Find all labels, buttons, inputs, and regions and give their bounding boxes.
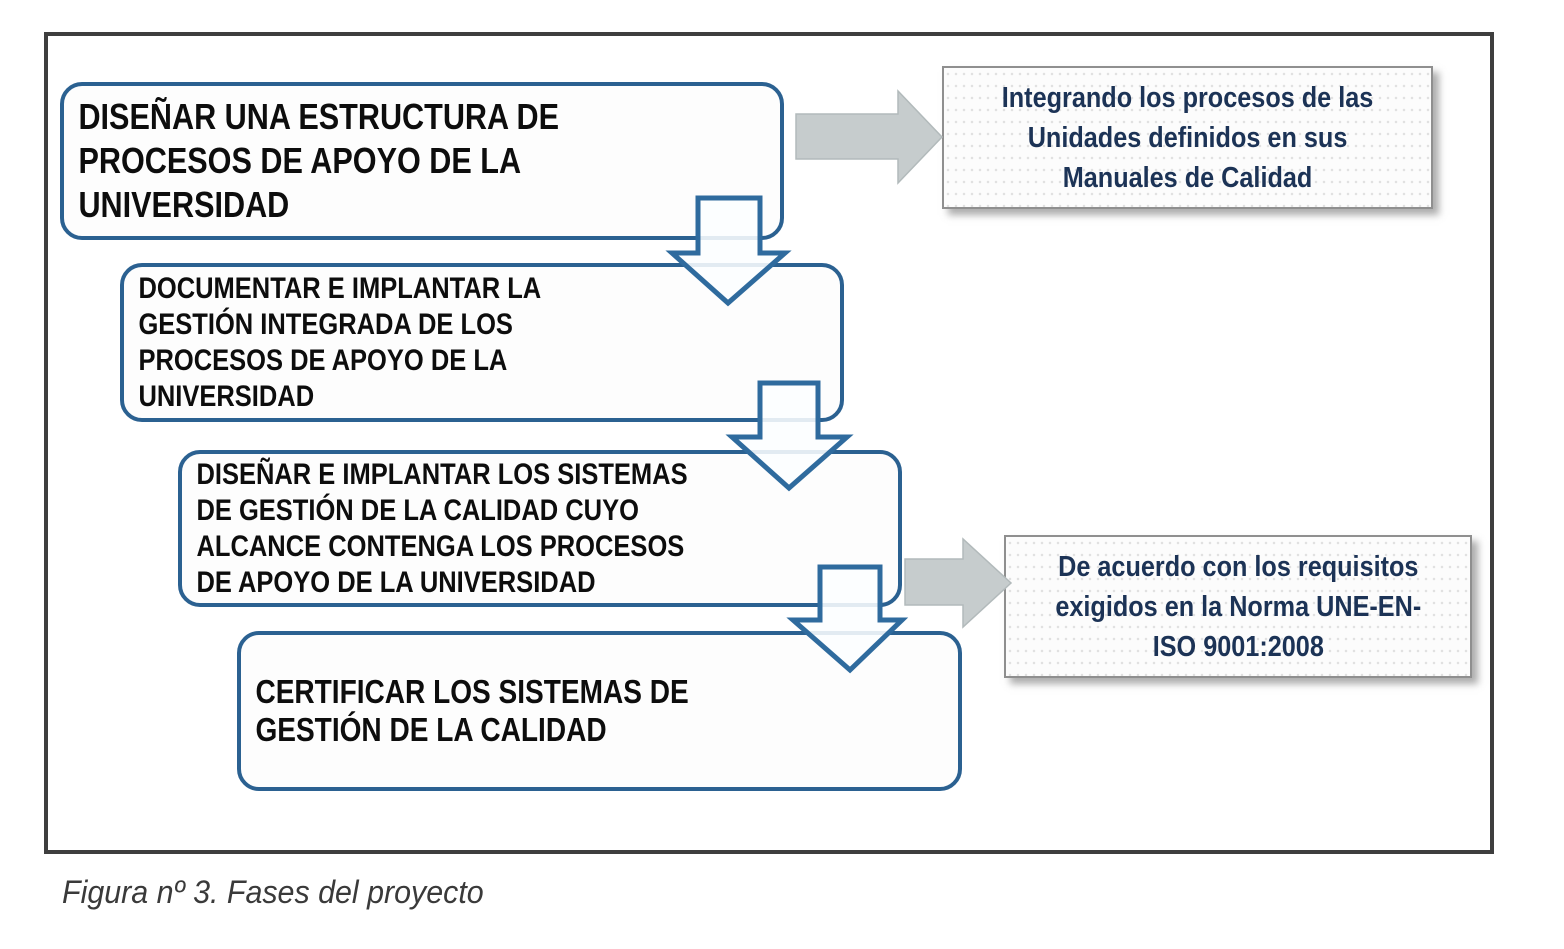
phase-text-line: PROCESOS DE APOYO DE LA [78, 140, 522, 181]
phase-text-line: GESTIÓN DE LA CALIDAD [255, 711, 607, 748]
phase-box-2-text: DOCUMENTAR E IMPLANTAR LA GESTIÓN INTEGR… [124, 271, 541, 415]
note-text-line: ISO 9001:2008 [1152, 630, 1324, 663]
phase-text-line: PROCESOS DE APOYO DE LA [138, 343, 508, 377]
phase-box-1-text: DISEÑAR UNA ESTRUCTURA DE PROCESOS DE AP… [64, 95, 559, 227]
phase-text-line: DE GESTIÓN DE LA CALIDAD CUYO [196, 493, 639, 527]
note-box-2: De acuerdo con los requisitos exigidos e… [1004, 535, 1472, 678]
phase-text-line: DE APOYO DE LA UNIVERSIDAD [196, 565, 596, 599]
phase-text-line: ALCANCE CONTENGA LOS PROCESOS [196, 529, 685, 563]
note-text-line: exigidos en la Norma UNE-EN- [1055, 590, 1421, 623]
phase-box-2: DOCUMENTAR E IMPLANTAR LA GESTIÓN INTEGR… [120, 263, 844, 422]
down-arrow-icon [665, 195, 792, 307]
note-box-1-text: Integrando los procesos de las Unidades … [1002, 78, 1374, 198]
phase-box-1: DISEÑAR UNA ESTRUCTURA DE PROCESOS DE AP… [60, 82, 784, 240]
phase-text-line: UNIVERSIDAD [78, 184, 290, 225]
figure-caption: Figura nº 3. Fases del proyecto [62, 874, 484, 910]
note-box-2-text: De acuerdo con los requisitos exigidos e… [1055, 547, 1421, 667]
phase-text-line: UNIVERSIDAD [138, 379, 315, 413]
down-arrow-icon [725, 380, 854, 492]
note-text-line: Manuales de Calidad [1062, 161, 1313, 194]
note-text-line: Integrando los procesos de las [1001, 81, 1374, 114]
note-text-line: Unidades definidos en sus [1027, 121, 1348, 154]
phase-text-line: DISEÑAR UNA ESTRUCTURA DE [78, 96, 560, 137]
right-arrow-icon [795, 89, 944, 185]
phase-box-3-text: DISEÑAR E IMPLANTAR LOS SISTEMAS DE GEST… [182, 457, 688, 601]
phase-text-line: DISEÑAR E IMPLANTAR LOS SISTEMAS [196, 457, 688, 491]
phase-text-line: GESTIÓN INTEGRADA DE LOS [138, 307, 513, 341]
phase-box-3: DISEÑAR E IMPLANTAR LOS SISTEMAS DE GEST… [178, 450, 902, 607]
phase-text-line: CERTIFICAR LOS SISTEMAS DE [255, 673, 689, 710]
right-arrow-icon [904, 537, 1013, 629]
phase-text-line: DOCUMENTAR E IMPLANTAR LA [138, 271, 542, 305]
phase-box-4-text: CERTIFICAR LOS SISTEMAS DE GESTIÓN DE LA… [241, 673, 689, 749]
note-text-line: De acuerdo con los requisitos [1057, 550, 1419, 583]
note-box-1: Integrando los procesos de las Unidades … [942, 66, 1433, 209]
down-arrow-icon [786, 564, 909, 674]
